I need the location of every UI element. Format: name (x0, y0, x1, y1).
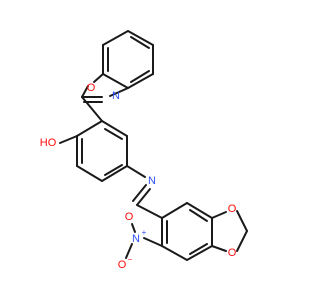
bond (136, 204, 163, 219)
bond (143, 237, 163, 247)
nitro-benzodioxole-group (125, 202, 248, 261)
bond (211, 211, 227, 219)
bond (102, 30, 129, 46)
nitrogen-label-imine: N (148, 175, 156, 187)
benzoxazole-group (81, 30, 154, 103)
atom-labels: O N HO N O O N O O + − (40, 82, 237, 271)
bond (125, 243, 133, 259)
oxygen-label-dioxole-top: O (228, 203, 237, 215)
bond (59, 135, 78, 144)
nitro-positive-charge: + (142, 228, 147, 237)
bond (81, 96, 103, 122)
molecule-canvas: O N HO N O O N O O + − (40, 30, 248, 271)
bond (136, 188, 151, 206)
bond (101, 120, 128, 137)
oxygen-label-nitro-bottom: O (118, 259, 127, 271)
imine-linker-group (126, 165, 163, 219)
phenol-ring-group (59, 96, 128, 182)
bond (81, 85, 89, 98)
bond (101, 165, 128, 182)
bond (76, 165, 103, 182)
bond (161, 202, 188, 219)
structure-diagram: O N HO N O O N O O + − (40, 30, 248, 271)
bond (93, 73, 104, 83)
bond (236, 210, 248, 232)
bond (189, 243, 208, 255)
bond (127, 73, 154, 89)
bond (76, 120, 103, 137)
bond (131, 223, 136, 233)
nitrogen-label-nitro: N (132, 233, 140, 245)
oxygen-label-dioxole-bottom: O (228, 247, 237, 259)
bond (104, 164, 123, 176)
bond (211, 245, 227, 252)
bond (132, 184, 147, 202)
nitro-negative-charge: − (128, 255, 133, 264)
bond (236, 230, 248, 252)
bond (126, 165, 146, 178)
bond (109, 87, 129, 97)
bond (127, 30, 154, 46)
bond (189, 209, 208, 222)
hydroxyl-label: HO (40, 137, 57, 149)
nitrogen-label-oxazole: N (112, 90, 120, 102)
bond (104, 128, 123, 140)
bond (161, 245, 188, 261)
oxygen-label-nitro-top: O (125, 211, 134, 223)
bond (130, 36, 150, 49)
bond (186, 202, 213, 219)
bond (102, 73, 129, 89)
bond (130, 70, 150, 83)
oxygen-label-oxazole: O (87, 82, 96, 94)
bond (186, 245, 213, 261)
